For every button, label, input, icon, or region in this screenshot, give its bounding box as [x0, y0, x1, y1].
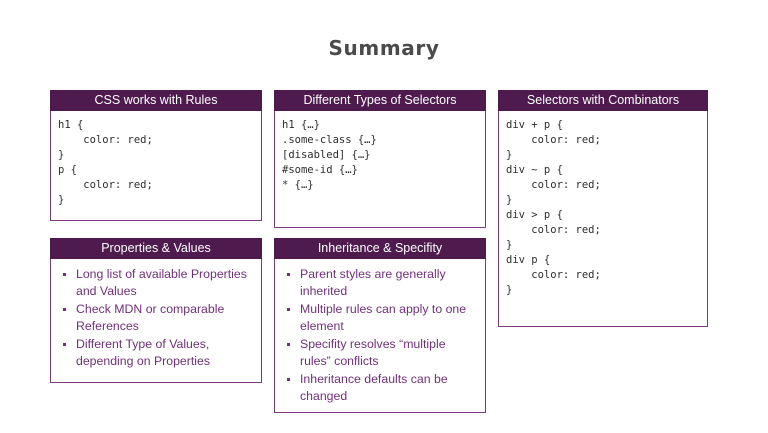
card-inheritance-and-specifity: Inheritance & Specifity Parent styles ar… [274, 238, 486, 413]
list-item: Check MDN or comparable References [59, 301, 253, 335]
card-body-different-types-of-selectors: h1 {…} .some-class {…} [disabled] {…} #s… [274, 111, 486, 228]
card-selectors-with-combinators: Selectors with Combinators div + p { col… [498, 90, 708, 327]
card-header-inheritance-and-specifity: Inheritance & Specifity [274, 238, 486, 259]
list-item: Long list of available Properties and Va… [59, 266, 253, 300]
page-title: Summary [328, 36, 440, 60]
card-header-different-types-of-selectors: Different Types of Selectors [274, 90, 486, 111]
card-body-css-works-with-rules: h1 { color: red; } p { color: red; } [50, 111, 262, 221]
bullet-list-properties-and-values: Long list of available Properties and Va… [59, 266, 253, 370]
list-item: Multiple rules can apply to one element [283, 301, 477, 335]
card-different-types-of-selectors: Different Types of Selectors h1 {…} .som… [274, 90, 486, 228]
list-item: Parent styles are generally inherited [283, 266, 477, 300]
list-item: Specifity resolves “multiple rules” conf… [283, 336, 477, 370]
list-item: Different Type of Values, depending on P… [59, 336, 253, 370]
list-item: Inheritance defaults can be changed [283, 371, 477, 405]
card-body-properties-and-values: Long list of available Properties and Va… [50, 259, 262, 383]
card-body-selectors-with-combinators: div + p { color: red; } div ~ p { color:… [498, 111, 708, 327]
card-header-css-works-with-rules: CSS works with Rules [50, 90, 262, 111]
card-css-works-with-rules: CSS works with Rules h1 { color: red; } … [50, 90, 262, 221]
card-header-selectors-with-combinators: Selectors with Combinators [498, 90, 708, 111]
card-header-properties-and-values: Properties & Values [50, 238, 262, 259]
card-properties-and-values: Properties & Values Long list of availab… [50, 238, 262, 383]
